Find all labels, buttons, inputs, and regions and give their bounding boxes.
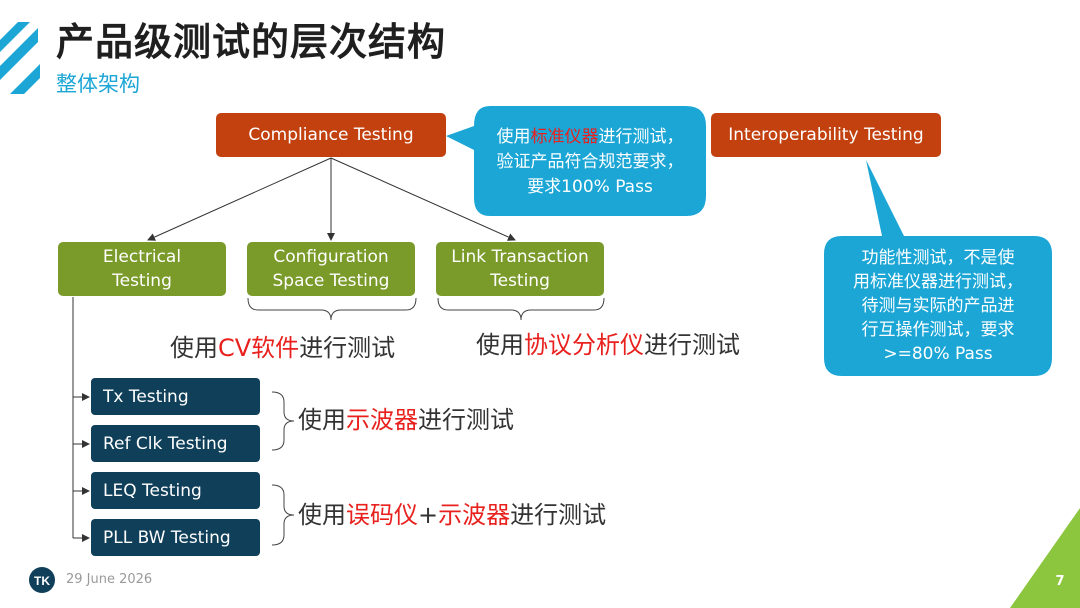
leq-testing-box: LEQ Testing xyxy=(91,472,260,509)
interoperability-testing-box: Interoperability Testing xyxy=(711,113,941,157)
page-title: 产品级测试的层次结构 xyxy=(56,20,447,64)
brand-stripes-icon xyxy=(0,22,40,94)
page-subtitle: 整体架构 xyxy=(56,72,140,96)
footer-date: 29 June 2026 xyxy=(66,572,153,587)
configuration-space-testing-box: Configuration Space Testing xyxy=(247,242,415,296)
cv-software-method: 使用CV软件进行测试 xyxy=(170,334,396,362)
electrical-testing-box: Electrical Testing xyxy=(58,242,226,296)
interoperability-testing-label: Interoperability Testing xyxy=(728,125,924,145)
compliance-callout-text: 使用标准仪器进行测试， 验证产品符合规范要求， 要求100% Pass xyxy=(496,126,684,197)
corner-accent-icon xyxy=(1010,508,1080,608)
pll-bw-testing-box: PLL BW Testing xyxy=(91,519,260,556)
svg-text:TK: TK xyxy=(34,574,50,588)
protocol-analyzer-method: 使用协议分析仪进行测试 xyxy=(476,331,740,359)
company-logo-icon: TK xyxy=(29,567,55,593)
bert-oscilloscope-method: 使用误码仪+示波器进行测试 xyxy=(298,501,607,529)
standard-instrument-highlight: 标准仪器 xyxy=(530,126,599,147)
oscilloscope-method: 使用示波器进行测试 xyxy=(298,406,514,434)
interop-callout-text: 功能性测试，不是使 用标准仪器进行测试， 待测与实际的产品进 行互操作测试，要求… xyxy=(853,248,1023,364)
compliance-callout-bubble xyxy=(446,106,706,216)
compliance-testing-label: Compliance Testing xyxy=(248,125,414,145)
tx-testing-box: Tx Testing xyxy=(91,378,260,415)
link-transaction-testing-box: Link Transaction Testing xyxy=(436,242,604,296)
ref-clk-testing-box: Ref Clk Testing xyxy=(91,425,260,462)
page-number: 7 xyxy=(1055,574,1065,589)
compliance-testing-box: Compliance Testing xyxy=(216,113,446,157)
interop-callout-bubble xyxy=(824,160,1052,376)
